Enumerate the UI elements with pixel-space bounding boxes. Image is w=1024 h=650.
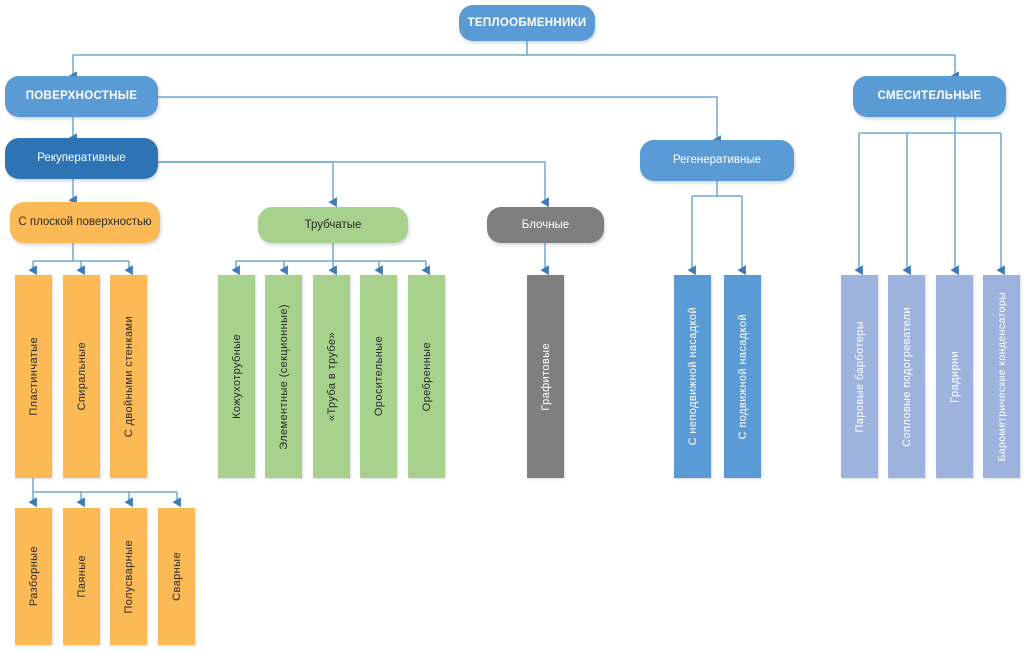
bar-plate-label: Пластинчатые — [27, 337, 40, 416]
bar-welded-label: Сварные — [170, 552, 183, 601]
bar-cooling-towers[interactable]: Градирни — [936, 275, 973, 478]
bar-brazed[interactable]: Паяные — [63, 508, 100, 645]
bar-moving-packing[interactable]: С подвижной насадкой — [724, 275, 761, 478]
bar-double-wall-label: С двойными стенками — [122, 315, 135, 438]
node-block-label: Блочные — [521, 218, 570, 231]
bar-welded[interactable]: Сварные — [158, 508, 195, 645]
bar-steam-bubblers-label: Паровые барботеры — [853, 320, 866, 433]
node-block[interactable]: Блочные — [487, 207, 604, 243]
bar-semiwelded-label: Полусварные — [122, 539, 135, 614]
bar-fixed-packing[interactable]: С неподвижной насадкой — [674, 275, 711, 478]
node-regenerative[interactable]: Регенеративные — [640, 140, 794, 181]
bar-barometric-condensers-label: Барометрические конденсаторы — [995, 291, 1008, 462]
node-surface-label: ПОВЕРХНОСТНЫЕ — [25, 90, 138, 103]
node-recuperative-label: Рекуперативные — [37, 152, 126, 165]
bar-cooling-towers-label: Градирни — [948, 350, 961, 403]
bar-fixed-packing-label: С неподвижной насадкой — [686, 307, 699, 446]
bar-steam-bubblers[interactable]: Паровые барботеры — [841, 275, 878, 478]
node-mixing-label: СМЕСИТЕЛЬНЫЕ — [877, 90, 982, 103]
node-surface[interactable]: ПОВЕРХНОСТНЫЕ — [5, 76, 158, 117]
bar-double-wall[interactable]: С двойными стенками — [110, 275, 147, 478]
node-tubular-label: Трубчатые — [304, 218, 362, 231]
bar-barometric-condensers[interactable]: Барометрические конденсаторы — [983, 275, 1020, 478]
node-recuperative[interactable]: Рекуперативные — [5, 138, 158, 179]
bar-plate[interactable]: Пластинчатые — [15, 275, 52, 478]
node-mixing[interactable]: СМЕСИТЕЛЬНЫЕ — [853, 76, 1006, 117]
node-tubular[interactable]: Трубчатые — [258, 207, 408, 243]
bar-tube-in-tube[interactable]: «Труба в трубе» — [313, 275, 350, 478]
node-root-label: ТЕПЛООБМЕННИКИ — [467, 16, 587, 29]
bar-semiwelded[interactable]: Полусварные — [110, 508, 147, 645]
node-regenerative-label: Регенеративные — [673, 154, 761, 167]
bar-shell-and-tube[interactable]: Кожухотрубные — [218, 275, 255, 478]
bar-nozzle-heaters[interactable]: Сопловые подогреватели — [888, 275, 925, 478]
bar-graphite[interactable]: Графитовые — [527, 275, 564, 478]
bar-shell-and-tube-label: Кожухотрубные — [230, 334, 243, 419]
node-flat-surface[interactable]: С плоской поверхностью — [10, 202, 160, 243]
bar-irrigation[interactable]: Оросительные — [360, 275, 397, 478]
bar-moving-packing-label: С подвижной насадкой — [736, 313, 749, 440]
bar-nozzle-heaters-label: Сопловые подогреватели — [900, 306, 913, 447]
node-flat-surface-label: С плоской поверхностью — [18, 216, 152, 229]
bar-detachable-label: Разборные — [27, 546, 40, 607]
bar-finned[interactable]: Оребренные — [408, 275, 445, 478]
bar-brazed-label: Паяные — [75, 555, 88, 598]
bar-element-sectional[interactable]: Элементные (секционные) — [265, 275, 302, 478]
bar-irrigation-label: Оросительные — [372, 336, 385, 417]
bar-finned-label: Оребренные — [420, 341, 433, 412]
bar-graphite-label: Графитовые — [539, 342, 552, 411]
node-root[interactable]: ТЕПЛООБМЕННИКИ — [459, 5, 595, 41]
bar-spiral-label: Спиральные — [75, 342, 88, 411]
bar-spiral[interactable]: Спиральные — [63, 275, 100, 478]
bar-element-sectional-label: Элементные (секционные) — [277, 303, 290, 450]
bar-tube-in-tube-label: «Труба в трубе» — [325, 331, 338, 422]
bar-detachable[interactable]: Разборные — [15, 508, 52, 645]
